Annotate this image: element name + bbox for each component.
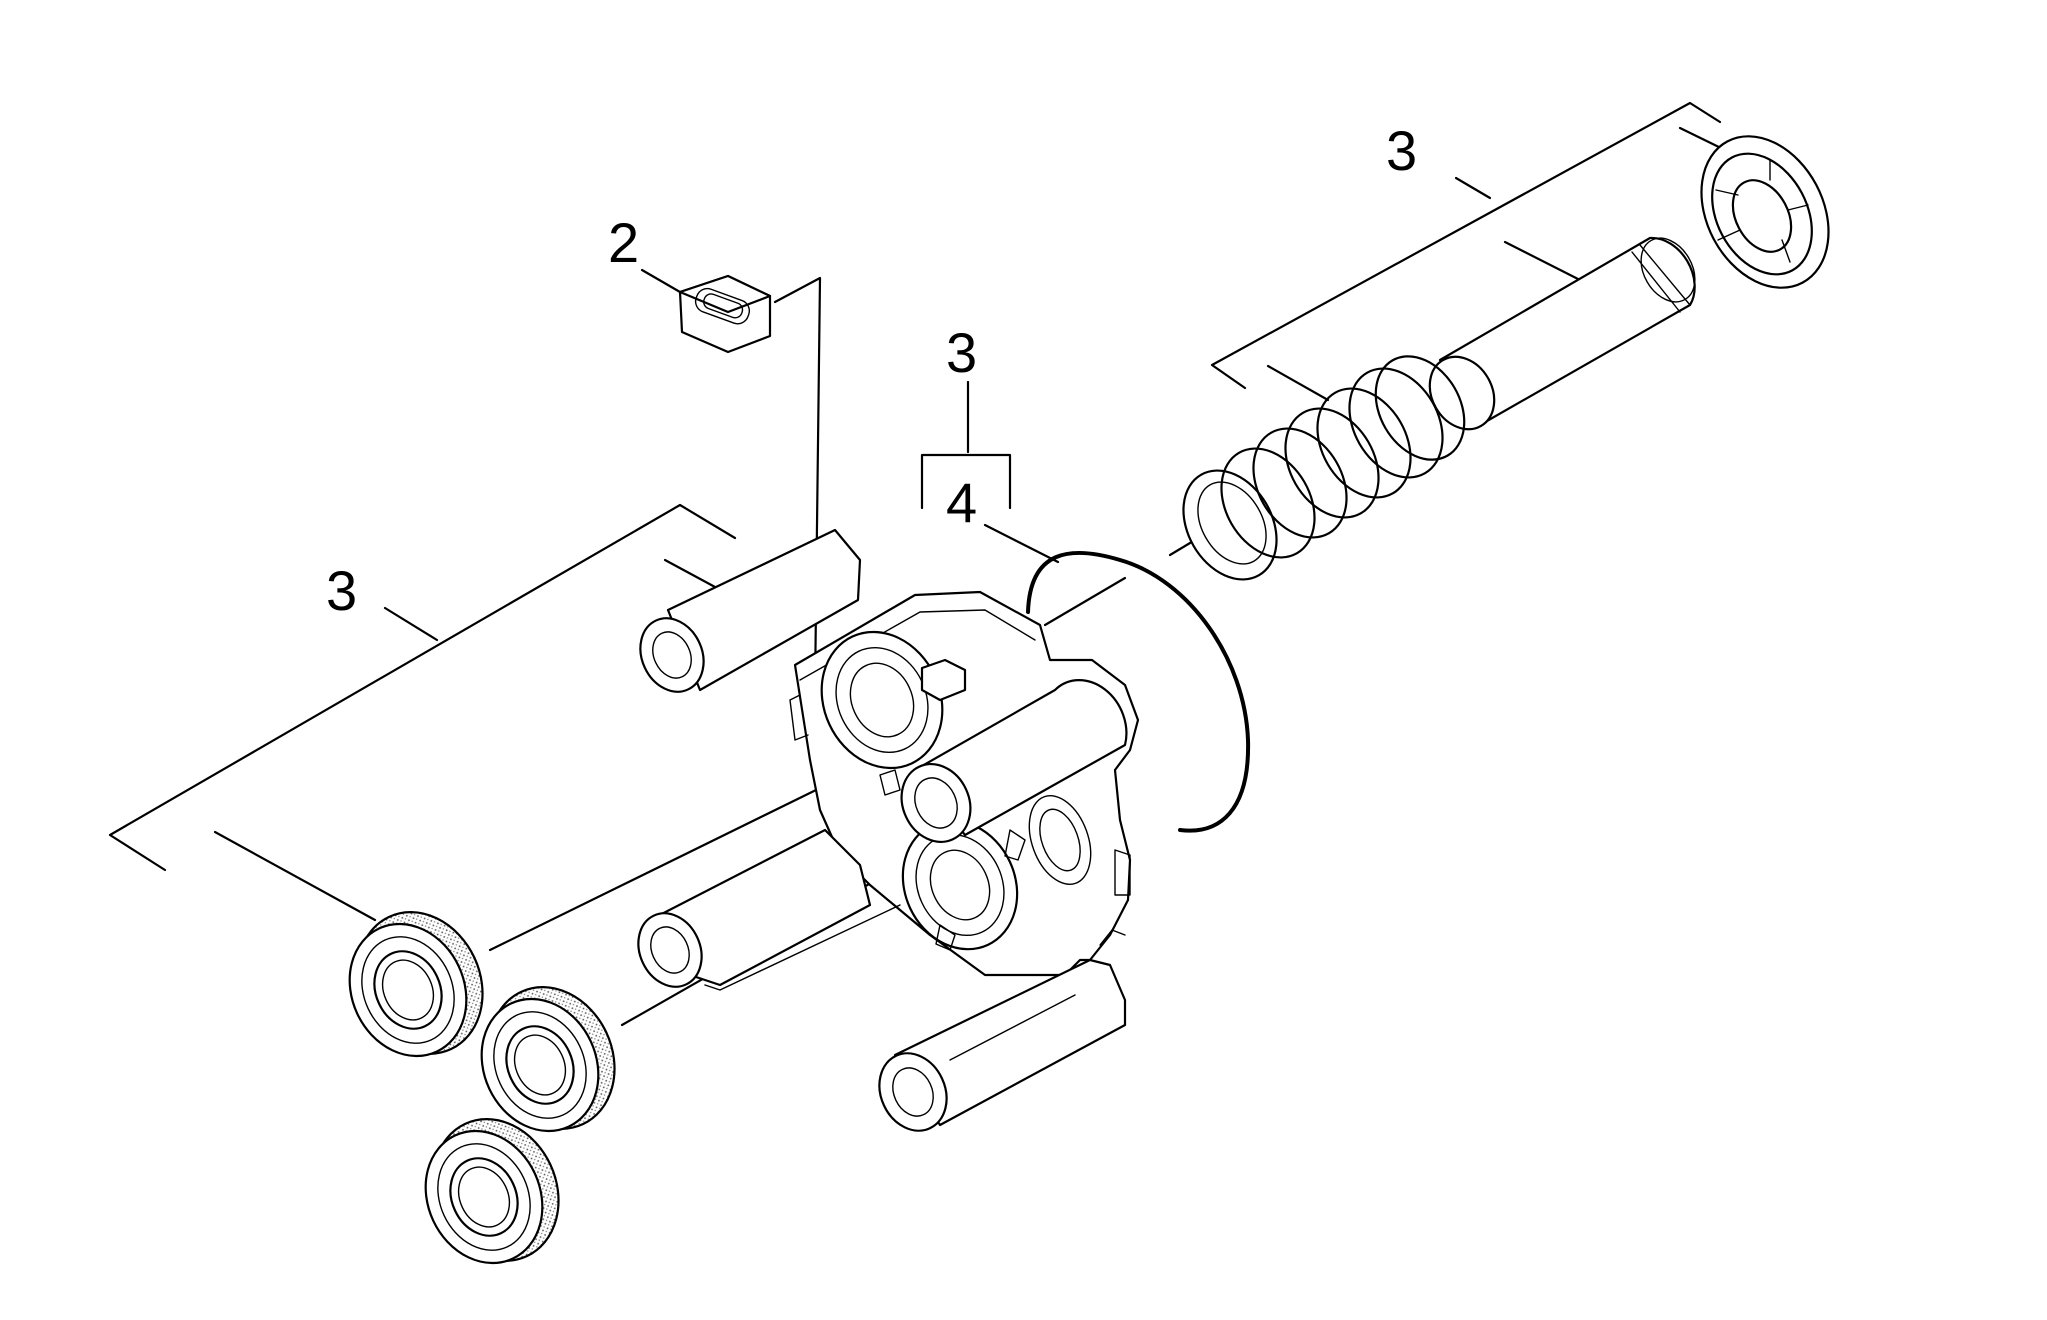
bracket-3-right bbox=[1210, 101, 1722, 390]
leader-2 bbox=[640, 268, 682, 294]
coil-spring-part bbox=[1182, 355, 1466, 581]
callout-3-center: 3 bbox=[946, 321, 977, 384]
retaining-cap-part bbox=[1700, 135, 1830, 289]
piston-rod-part bbox=[1428, 236, 1696, 431]
callout-3-right: 3 bbox=[1386, 119, 1417, 182]
axis-line-upper bbox=[1043, 576, 1127, 627]
callout-labels: 3 2 3 4 3 bbox=[326, 119, 1417, 622]
seal-ring-1 bbox=[348, 911, 484, 1058]
leader-3-right-piston bbox=[1503, 240, 1582, 282]
bracket-4 bbox=[920, 453, 1012, 510]
o-ring-part bbox=[1026, 550, 1251, 833]
seal-ring-3 bbox=[424, 1118, 560, 1265]
leader-3-right-cap bbox=[1678, 126, 1727, 152]
leader-4 bbox=[983, 523, 1060, 564]
leader-3-right-spring bbox=[1266, 364, 1330, 402]
callout-3-left: 3 bbox=[326, 559, 357, 622]
bracket-3-left bbox=[108, 503, 737, 872]
seal-ring-2 bbox=[480, 986, 616, 1133]
sliding-block-part bbox=[678, 274, 772, 354]
leader-3-left bbox=[383, 606, 439, 642]
leader-3-left-seal bbox=[213, 830, 377, 922]
callout-2: 2 bbox=[608, 211, 639, 274]
pump-head-housing bbox=[637, 528, 1140, 1132]
callout-4: 4 bbox=[946, 471, 977, 534]
leader-3-right bbox=[1454, 176, 1492, 200]
